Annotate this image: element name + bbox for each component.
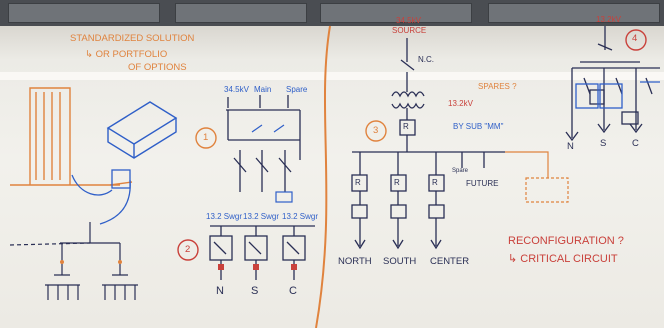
option-3-feeder-south: SOUTH (383, 256, 417, 267)
option-3-future-label: FUTURE (466, 179, 499, 188)
option-1-switches (251, 124, 293, 203)
option-4-diagram (565, 26, 660, 142)
option-2-label-swgr-3: 13.2 Swgr (282, 212, 319, 221)
left-notes-subtitle-2: OF OPTIONS (128, 62, 187, 73)
ceiling-light-panel (320, 3, 472, 23)
option-3-diagram (351, 38, 505, 250)
enclosure-sketch (106, 101, 178, 159)
option-2-feeder-s: S (251, 285, 259, 297)
distribution-tree-sketch (9, 222, 138, 300)
option-4-blue-boxes (575, 81, 660, 109)
option-3-relay-center: R (432, 178, 438, 187)
option-2-circle (177, 239, 199, 261)
unit-connection-sketch (71, 169, 131, 225)
option-2-breakers (218, 264, 297, 270)
transformer-dots (60, 260, 122, 264)
option-3-relay-north: R (355, 178, 361, 187)
option-1-label-main: Main (254, 85, 272, 94)
option-3-main-relay: R (403, 122, 409, 131)
option-4-feeder-c: C (632, 138, 639, 149)
option-3-source-label: SOURCE (392, 26, 427, 35)
option-2-label-swgr-2: 13.2 Swgr (243, 212, 280, 221)
option-1-diagram (226, 95, 301, 192)
future-extension-sketch (505, 151, 569, 203)
option-2-diagram (209, 225, 315, 280)
option-3-spare-label: Spare (452, 168, 469, 174)
option-2-feeder-n: N (216, 285, 224, 297)
option-1-circle (195, 127, 217, 149)
ceiling-strip (0, 0, 664, 26)
option-1-label-spare: Spare (286, 85, 308, 94)
option-4-feeder-n: N (567, 141, 574, 152)
critical-circuit-note: ↳ CRITICAL CIRCUIT (508, 253, 618, 265)
option-3-number: 3 (373, 125, 379, 136)
building-sketch (10, 87, 133, 186)
reconfiguration-note: RECONFIGURATION ? (508, 235, 624, 247)
option-1-label-voltage: 34.5kV (224, 85, 249, 94)
option-3-by-sub-label: BY SUB "MM" (453, 122, 504, 131)
option-4-voltage-label: 13.2kV (596, 15, 621, 24)
left-notes-title: STANDARDIZED SOLUTION (70, 33, 195, 44)
option-3-transformer-label: 13.2kV (448, 99, 473, 108)
glare-strip (0, 72, 664, 80)
option-4-feeder-s: S (600, 138, 607, 149)
ceiling-light-panel (175, 3, 307, 23)
section-divider-line (315, 25, 331, 328)
option-4-number: 4 (632, 33, 638, 44)
option-3-relay-south: R (394, 178, 400, 187)
option-3-feeder-north: NORTH (338, 256, 372, 267)
left-notes-subtitle-1: ↳ OR PORTFOLIO (85, 49, 168, 60)
option-2-feeder-c: C (289, 285, 297, 297)
option-2-label-swgr-1: 13.2 Swgr (206, 212, 243, 221)
option-3-spares-label: SPARES ? (478, 82, 517, 91)
option-3-nc-label: N.C. (418, 55, 434, 64)
option-3-source-voltage: 34.5kV (396, 16, 421, 25)
option-4-circle (625, 29, 647, 51)
option-3-circle (365, 120, 387, 142)
ceiling-light-panel (8, 3, 160, 23)
option-1-number: 1 (203, 132, 209, 143)
ceiling-light-panel (488, 3, 660, 23)
option-2-number: 2 (185, 244, 191, 255)
option-3-feeder-center: CENTER (430, 256, 470, 267)
